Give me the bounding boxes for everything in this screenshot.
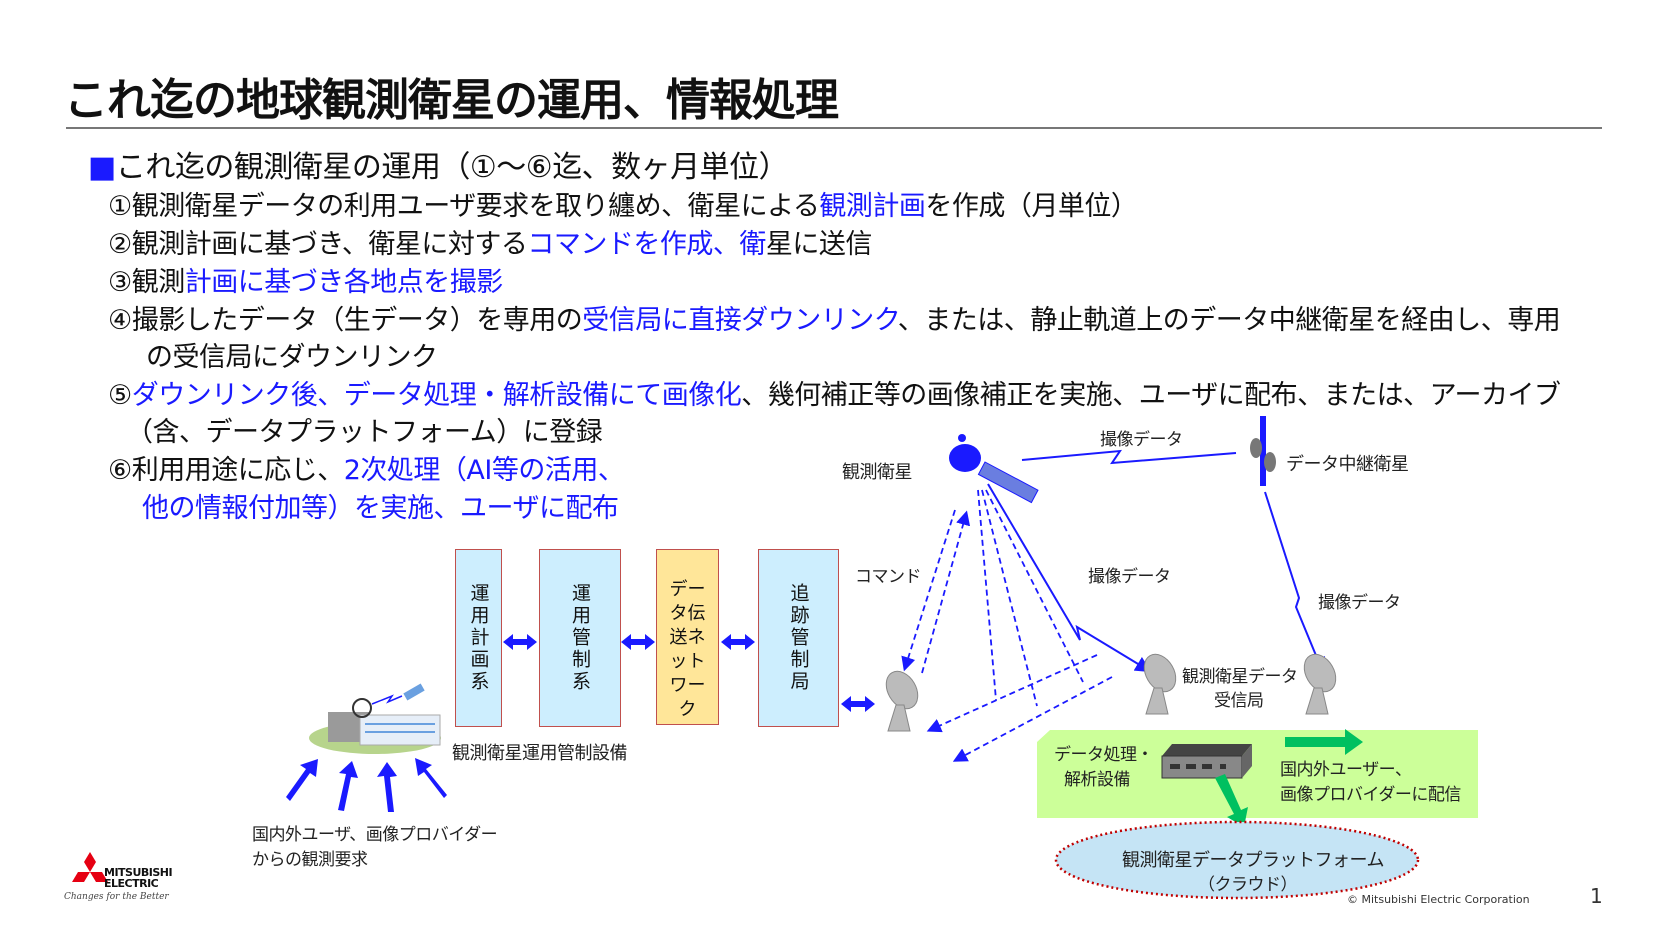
tracking-antenna-icon: [885, 670, 919, 732]
list-item-cont: 他の情報付加等）を実施、ユーザに配布: [142, 493, 619, 524]
list-item: ③観測計画に基づき各地点を撮影: [108, 267, 503, 298]
platform-label-1: 観測衛星データプラットフォーム: [1122, 850, 1384, 871]
distribution-label-2: 画像プロバイダーに配信: [1280, 785, 1461, 805]
receiving-station-label-2: 受信局: [1214, 691, 1264, 711]
requests-label-1: 国内外ユーザ、画像プロバイダー: [252, 825, 498, 845]
request-arrows: [286, 758, 447, 812]
relay-satellite-label: データ中継衛星: [1286, 454, 1409, 475]
list-item: ⑤ダウンリンク後、データ処理・解析設備にて画像化、幾何補正等の画像補正を実施、ユ…: [108, 380, 1561, 411]
box-operation-control: 運用管制系: [539, 549, 621, 727]
image-data-label-downlink: 撮像データ: [1318, 593, 1401, 613]
observation-satellite-label: 観測衛星: [842, 462, 913, 483]
page-number: 1: [1590, 884, 1603, 908]
processing-label-1: データ処理・: [1054, 745, 1154, 765]
box-data-network: データ伝送ネットワーク: [656, 549, 719, 725]
relay-satellite-icon: [1250, 416, 1276, 486]
server-icon: [1161, 744, 1252, 779]
image-data-label-direct: 撮像データ: [1088, 567, 1171, 587]
box-operation-planning: 運用計画系: [455, 549, 502, 727]
list-item: ②観測計画に基づき、衛星に対するコマンドを作成、衛星に送信: [108, 229, 872, 260]
list-item-cont: の受信局にダウンリンク: [146, 342, 438, 373]
receiving-antenna-icon: [1303, 653, 1337, 715]
facility-building-icon: [309, 683, 441, 754]
double-arrows: [503, 634, 875, 712]
list-item: ④撮影したデータ（生データ）を専用の受信局に直接ダウンリンク、または、静止軌道上…: [108, 305, 1561, 336]
heading-text: これ迄の観測衛星の運用（①～⑥迄、数ヶ月単位）: [115, 150, 789, 185]
section-heading: ■これ迄の観測衛星の運用（①～⑥迄、数ヶ月単位）: [88, 142, 789, 186]
receiving-antenna-icon: [1143, 653, 1177, 715]
platform-cloud: [1054, 820, 1420, 900]
page-title: これ迄の地球観測衛星の運用、情報処理: [64, 75, 839, 126]
processing-label-2: 解析設備: [1064, 770, 1131, 790]
square-bullet-icon: ■: [88, 150, 116, 185]
list-item-cont: （含、データプラットフォーム）に登録: [126, 417, 603, 448]
processing-panel: [1037, 730, 1478, 818]
receiving-station-label-1: 観測衛星データ: [1182, 667, 1298, 687]
title-divider: [66, 127, 1602, 129]
distribution-label-1: 国内外ユーザー、: [1280, 760, 1412, 780]
distribution-arrow: [1285, 729, 1363, 755]
mitsubishi-logo: [72, 852, 108, 882]
requests-label-2: からの観測要求: [252, 850, 368, 870]
facility-label: 観測衛星運用管制設備: [452, 743, 628, 764]
antenna-icons: [885, 653, 1337, 732]
list-item: ①観測衛星データの利用ユーザ要求を取り纏め、衛星による観測計画を作成（月単位）: [108, 191, 1138, 222]
command-label: コマンド: [855, 567, 922, 587]
image-data-label-relay: 撮像データ: [1100, 430, 1183, 450]
observation-satellite-icon: [949, 434, 1039, 504]
list-item: ⑥利用用途に応じ、2次処理（AI等の活用、: [108, 455, 625, 486]
logo-tagline: Changes for the Better: [64, 892, 169, 902]
upload-arrow: [1215, 774, 1248, 827]
copyright: © Mitsubishi Electric Corporation: [1347, 893, 1530, 906]
box-tracking-station: 追跡管制局: [758, 549, 839, 727]
platform-label-2: （クラウド）: [1198, 875, 1298, 895]
